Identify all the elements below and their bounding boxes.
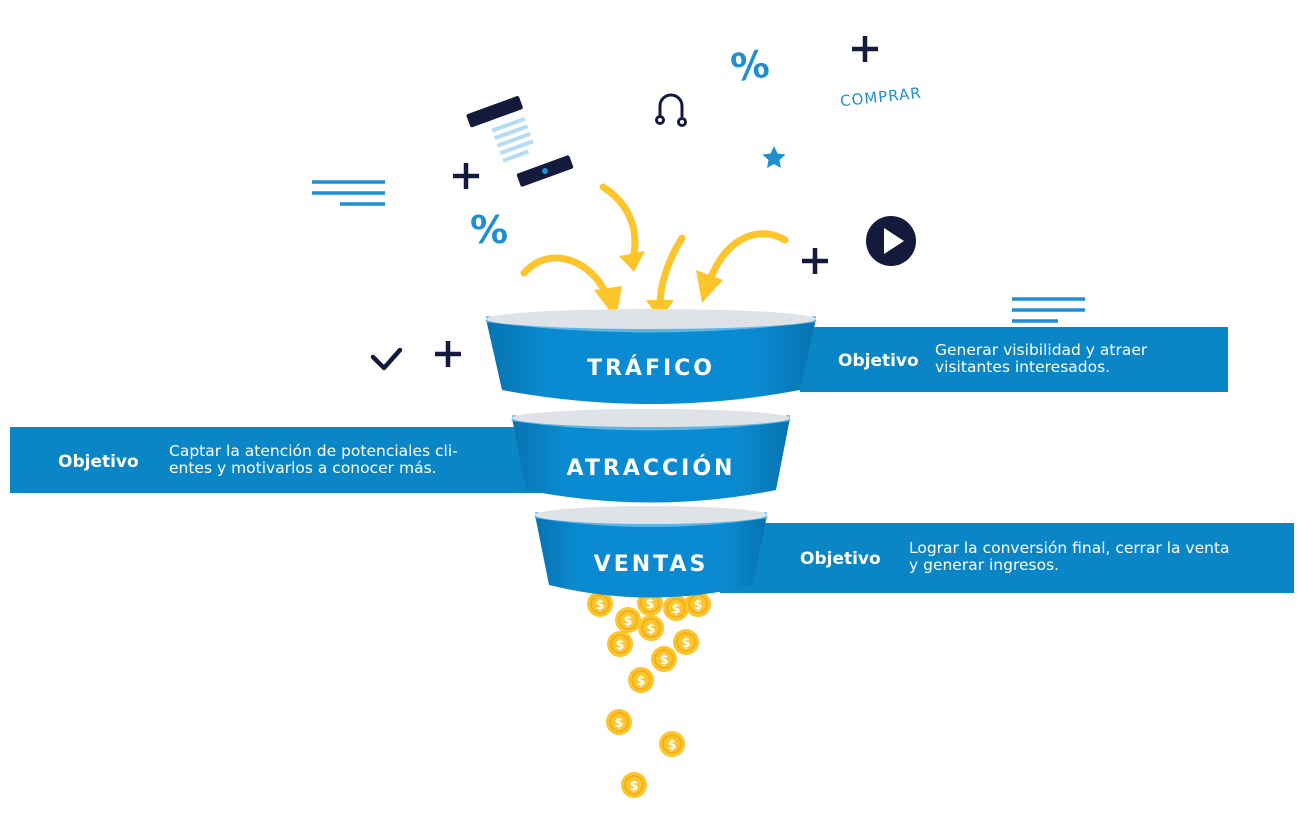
coin-icon: $ [638,615,664,641]
plus-icon [453,163,479,189]
checkmark-icon [370,347,403,371]
play-icon [866,216,916,266]
plus-icon [435,341,461,367]
svg-text:$: $ [681,636,690,651]
star-icon [762,146,786,168]
plus-icon [802,248,828,274]
headphones-icon [655,93,687,127]
funnel-tier-sales [534,506,768,598]
objective-band-sales [720,523,1294,593]
coin-icon: $ [659,731,685,757]
plus-icon [852,36,878,62]
coin-icon: $ [607,631,633,657]
coin-icon: $ [651,646,677,672]
coin-icon: $ [587,591,613,617]
objective-band-attraction [10,427,550,493]
objective-text-line: y generar ingresos. [909,556,1060,574]
svg-text:$: $ [623,614,632,629]
coin-icon: $ [606,709,632,735]
svg-text:$: $ [595,598,604,613]
stage-label-traffic: TRÁFICO [586,356,716,381]
coin-icon: $ [663,595,689,621]
objective-title-traffic: Objetivo [838,351,919,371]
objective-text-traffic: Generar visibilidad y atraer visitantes … [935,342,1147,376]
objective-band-traffic [800,327,1228,392]
objective-text-sales: Lograr la conversión final, cerrar la ve… [909,540,1230,574]
coin-icon: $ [615,607,641,633]
svg-text:$: $ [615,638,624,653]
svg-text:$: $ [659,653,668,668]
arrow-icon [696,270,723,303]
funnel-tier-traffic [485,309,817,404]
svg-text:$: $ [614,716,623,731]
coin-icon: $ [673,629,699,655]
objective-text-line: Generar visibilidad y atraer [935,341,1148,359]
arrow-icon [520,183,789,309]
percent-icon: % [728,41,772,91]
svg-text:$: $ [629,779,638,794]
svg-text:$: $ [667,738,676,753]
objective-title-sales: Objetivo [800,549,881,569]
objective-text-line: visitantes interesados. [935,358,1111,376]
svg-text:$: $ [645,597,654,612]
coin-icon: $ [685,591,711,617]
objective-text-attraction: Captar la atención de potenciales cli- e… [169,443,458,477]
objective-text-line: Captar la atención de potenciales cli- [169,442,458,460]
coin-icon: $ [621,772,647,798]
objective-text-line: entes y motivarlos a conocer más. [169,459,437,477]
coin-icon: $ [628,667,654,693]
smartphone-icon [466,96,574,187]
text-lines-icon [1012,297,1085,323]
percent-icon: % [470,208,509,252]
objective-text-line: Lograr la conversión final, cerrar la ve… [909,539,1230,557]
text-lines-icon [312,180,385,206]
svg-text:$: $ [693,598,702,613]
svg-text:$: $ [671,602,680,617]
svg-text:$: $ [646,622,655,637]
stage-label-attraction: ATRACCIÓN [566,456,736,481]
stage-label-sales: VENTAS [593,552,709,577]
objective-title-attraction: Objetivo [58,452,139,472]
arrow-icon [619,251,645,272]
svg-text:$: $ [636,674,645,689]
funnel-tier-attraction [511,409,791,503]
